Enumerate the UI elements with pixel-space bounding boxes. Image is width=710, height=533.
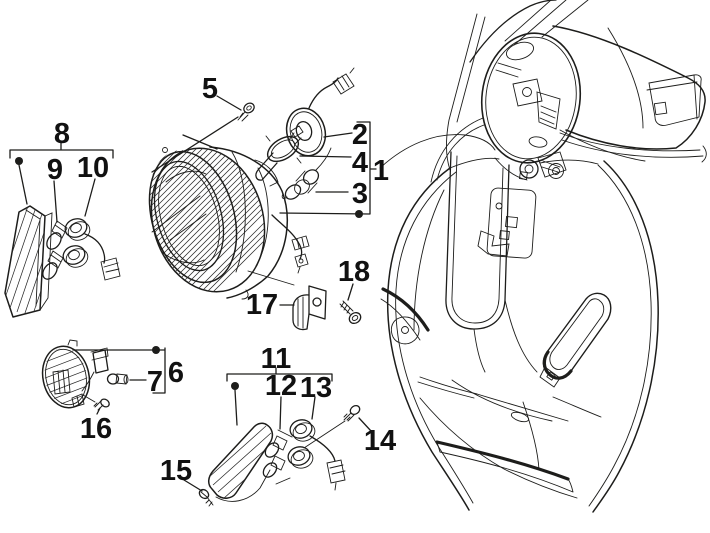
front-lamp-screw bbox=[82, 394, 110, 411]
headlamp-wiring bbox=[271, 214, 310, 274]
callout-17: 17 bbox=[246, 289, 278, 321]
bracket-screw bbox=[339, 300, 362, 324]
right-turn-signal-sockets bbox=[287, 419, 346, 491]
callout-14: 14 bbox=[364, 425, 396, 457]
turn-signal-fixing-screw bbox=[343, 404, 361, 422]
legshield bbox=[380, 151, 659, 513]
headlamp-bulb bbox=[255, 125, 304, 181]
scooter-front-view bbox=[379, 0, 707, 513]
callout-11: 11 bbox=[261, 343, 292, 375]
callout-16: 16 bbox=[80, 413, 112, 445]
callout-15: 15 bbox=[160, 455, 192, 487]
callout-3: 3 bbox=[352, 178, 368, 210]
left-turn-signal bbox=[4, 205, 121, 318]
turn-signal-bulbs bbox=[42, 220, 68, 280]
headlamp-housing bbox=[148, 146, 310, 300]
handlebar-headset bbox=[469, 0, 707, 181]
turn-signal-sockets bbox=[62, 218, 121, 281]
callout-5: 5 bbox=[202, 73, 218, 105]
front-fork-lines bbox=[379, 13, 496, 183]
callout-2: 2 bbox=[352, 119, 368, 151]
callout-10: 10 bbox=[77, 152, 109, 184]
callout-8: 8 bbox=[54, 118, 70, 150]
callout-reference-dots bbox=[15, 157, 363, 390]
lens-fixing-screw bbox=[198, 488, 214, 507]
callout-18: 18 bbox=[338, 256, 370, 288]
headlamp-fixing-screw bbox=[237, 102, 255, 122]
parking-light-bulb bbox=[281, 147, 332, 200]
callout-7: 7 bbox=[147, 366, 163, 398]
front-position-lamp bbox=[39, 339, 129, 411]
callout-1: 1 bbox=[373, 155, 389, 187]
callout-6: 6 bbox=[168, 357, 184, 389]
callout-numbers: 1 2 3 4 5 6 7 8 9 10 11 12 13 14 15 16 1… bbox=[47, 73, 396, 487]
callout-12: 12 bbox=[265, 370, 297, 402]
mounting-bracket bbox=[247, 270, 327, 331]
callout-9: 9 bbox=[47, 154, 63, 186]
callout-13: 13 bbox=[300, 372, 332, 404]
right-turn-signal bbox=[198, 404, 361, 507]
turn-signal-lens-left bbox=[4, 205, 53, 318]
bulb-holder-boot bbox=[285, 67, 355, 157]
right-turn-signal-bulbs bbox=[262, 429, 293, 485]
callout-leader-lines bbox=[9, 95, 377, 492]
front-lamp-bulb bbox=[106, 373, 129, 385]
callout-4: 4 bbox=[352, 147, 368, 179]
